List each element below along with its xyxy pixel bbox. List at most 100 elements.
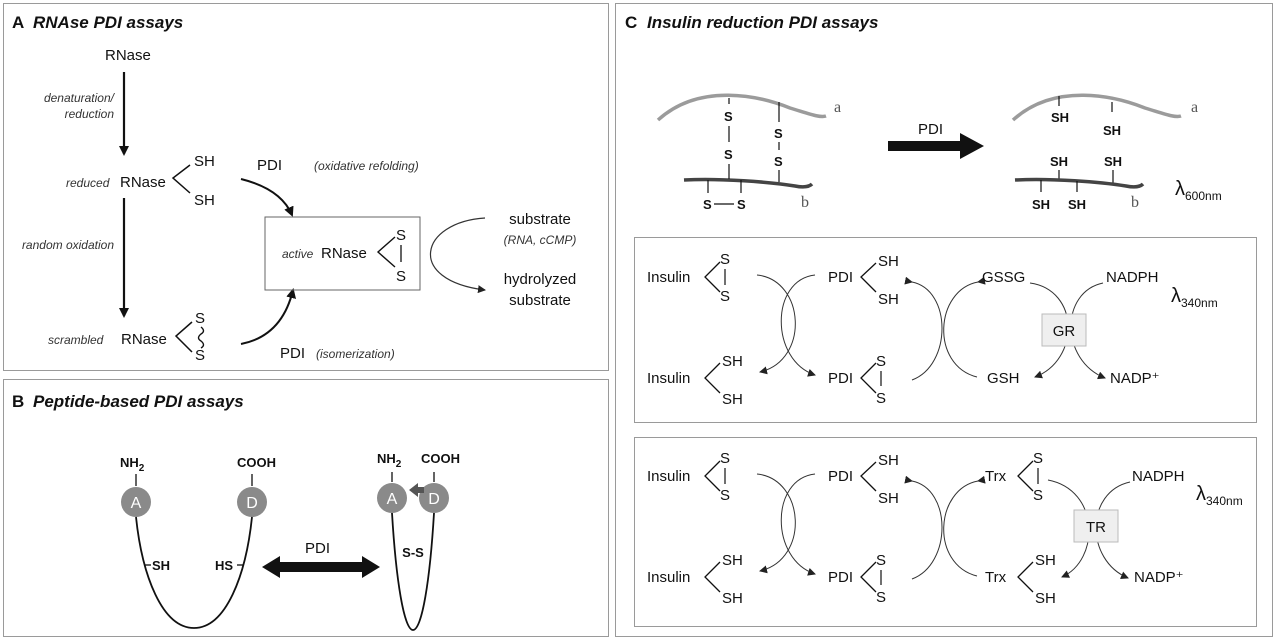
- right-ss: S-S: [402, 545, 424, 560]
- rnase-native: RNase: [105, 47, 151, 64]
- tr-trx-red-bond: [1017, 561, 1034, 593]
- gr-nadph: NADPH: [1106, 269, 1159, 286]
- lambda-340-tr: λ340nm: [1196, 483, 1243, 508]
- scrambled-s-top: S: [195, 310, 205, 327]
- tr-nadph: NADPH: [1132, 468, 1185, 485]
- tr-pdi-red: PDI: [828, 468, 853, 485]
- left-nh2: NH2: [120, 455, 145, 474]
- gr-pdi-sh-top: SH: [878, 253, 899, 270]
- left-circle-a: [121, 487, 151, 517]
- active-s-bottom: S: [396, 268, 406, 285]
- lambda-600: λ600nm: [1175, 178, 1222, 203]
- active-prefix: active: [282, 247, 314, 261]
- proximity-arrow: [409, 483, 424, 497]
- reduced-sh-bottom: SH: [194, 192, 215, 209]
- right-chain-b: [1014, 177, 1145, 189]
- tr-trx-s-top: S: [1033, 450, 1043, 467]
- pdi-isomerization: PDI: [280, 345, 305, 362]
- tr-arrow-pdi: [780, 473, 816, 576]
- isomerization-note: (isomerization): [316, 347, 395, 361]
- pdi-double-arrow: [262, 556, 380, 578]
- tr-pdi-s-bottom: S: [876, 589, 886, 606]
- pdi-label-c: PDI: [918, 121, 943, 138]
- panel-c-frame: [615, 3, 1273, 637]
- right-chain-a: [1011, 93, 1182, 122]
- active-rnase: RNase: [321, 245, 367, 262]
- ss1-s-bottom: S: [724, 147, 733, 162]
- tr-trx-s-bottom: S: [1033, 487, 1043, 504]
- right-circle-d: [419, 483, 449, 513]
- gr-pdi-ox-bond: [860, 362, 877, 394]
- left-chain-a: [656, 93, 827, 122]
- arrow-hydrolysis: [429, 217, 486, 294]
- tr-arrow-pdi-2: [904, 475, 943, 580]
- reduced-bond: [171, 164, 191, 194]
- tr-trx-ox-bond: [1017, 460, 1034, 492]
- tr-pdi-s-top: S: [876, 552, 886, 569]
- ss1-s-top: S: [724, 109, 733, 124]
- tr-insulin-s-bottom: S: [720, 487, 730, 504]
- left-chain-b: [683, 177, 814, 189]
- tr-trx-ox: Trx: [985, 468, 1007, 485]
- tr-arrow-insulin: [756, 473, 796, 574]
- tr-pdi-ox-bond: [860, 561, 877, 593]
- pdi-label-b: PDI: [305, 540, 330, 557]
- tr-nadp: NADP⁺: [1134, 569, 1184, 586]
- gr-pdi-ox: PDI: [828, 370, 853, 387]
- ss2-s-top: S: [774, 126, 783, 141]
- tr-enzyme-box: [1073, 509, 1119, 543]
- right-nh2: NH2: [377, 451, 402, 470]
- right-a-label: A: [387, 491, 398, 508]
- left-cooh: COOH: [237, 455, 276, 470]
- scrambled-s-bottom: S: [195, 347, 205, 364]
- lambda-340-gr: λ340nm: [1171, 285, 1218, 310]
- panel-a-letter: A: [12, 13, 24, 32]
- scrambled-squiggle: [197, 326, 205, 349]
- tr-insulin-sh-bottom: SH: [722, 590, 743, 607]
- gr-insulin-red: Insulin: [647, 370, 690, 387]
- scrambled-bond: [174, 321, 193, 353]
- panel-c-title: Insulin reduction PDI assays: [647, 13, 878, 32]
- tr-insulin-s-top: S: [720, 450, 730, 467]
- substrate-note: (RNA, cCMP): [504, 233, 577, 247]
- hydrolyzed-substrate-label: substrate: [509, 292, 571, 309]
- gr-gsh: GSH: [987, 370, 1020, 387]
- tr-pdi-red-bond: [860, 461, 877, 492]
- scrambled-prefix: scrambled: [48, 333, 104, 347]
- panel-a-frame: [3, 3, 609, 371]
- step-random-oxidation: random oxidation: [22, 238, 114, 252]
- right-peptide-chain: [391, 512, 435, 631]
- active-rnase-box: [264, 216, 421, 291]
- gr-label: GR: [1053, 323, 1076, 340]
- left-peptide-chain: [135, 516, 253, 629]
- r-sh5: SH: [1032, 197, 1050, 212]
- tr-pdi-ox: PDI: [828, 569, 853, 586]
- tr-trx-sh-bottom: SH: [1035, 590, 1056, 607]
- right-circle-a: [377, 483, 407, 513]
- ss3-s-right: S: [737, 197, 746, 212]
- right-cooh: COOH: [421, 451, 460, 466]
- tr-insulin-ox-bond: [704, 460, 721, 492]
- gr-insulin-sh-top: SH: [722, 353, 743, 370]
- substrate-label: substrate: [509, 211, 571, 228]
- gr-assay-box: [634, 237, 1257, 423]
- panel-c-letter: C: [625, 13, 637, 32]
- tr-insulin-red: Insulin: [647, 569, 690, 586]
- step-denaturation: denaturation/: [44, 91, 116, 105]
- gr-arrow-gssg: [943, 276, 986, 378]
- pdi-reduction-arrow: [888, 133, 984, 159]
- left-sh: SH: [152, 558, 170, 573]
- oxidative-note: (oxidative refolding): [314, 159, 419, 173]
- gr-pdi-s-bottom: S: [876, 390, 886, 407]
- panel-b-letter: B: [12, 392, 24, 411]
- tr-label: TR: [1086, 519, 1106, 536]
- right-d-label: D: [428, 491, 440, 508]
- gr-arrow-pdi: [780, 274, 816, 377]
- gr-pdi-sh-bottom: SH: [878, 291, 899, 308]
- pdi-oxidative: PDI: [257, 157, 282, 174]
- tr-pdi-sh-bottom: SH: [878, 490, 899, 507]
- gr-insulin-ox: Insulin: [647, 269, 690, 286]
- reduced-rnase: RNase: [120, 174, 166, 191]
- left-chain-b-label: b: [801, 194, 809, 211]
- hydrolyzed-label: hydrolyzed: [504, 271, 577, 288]
